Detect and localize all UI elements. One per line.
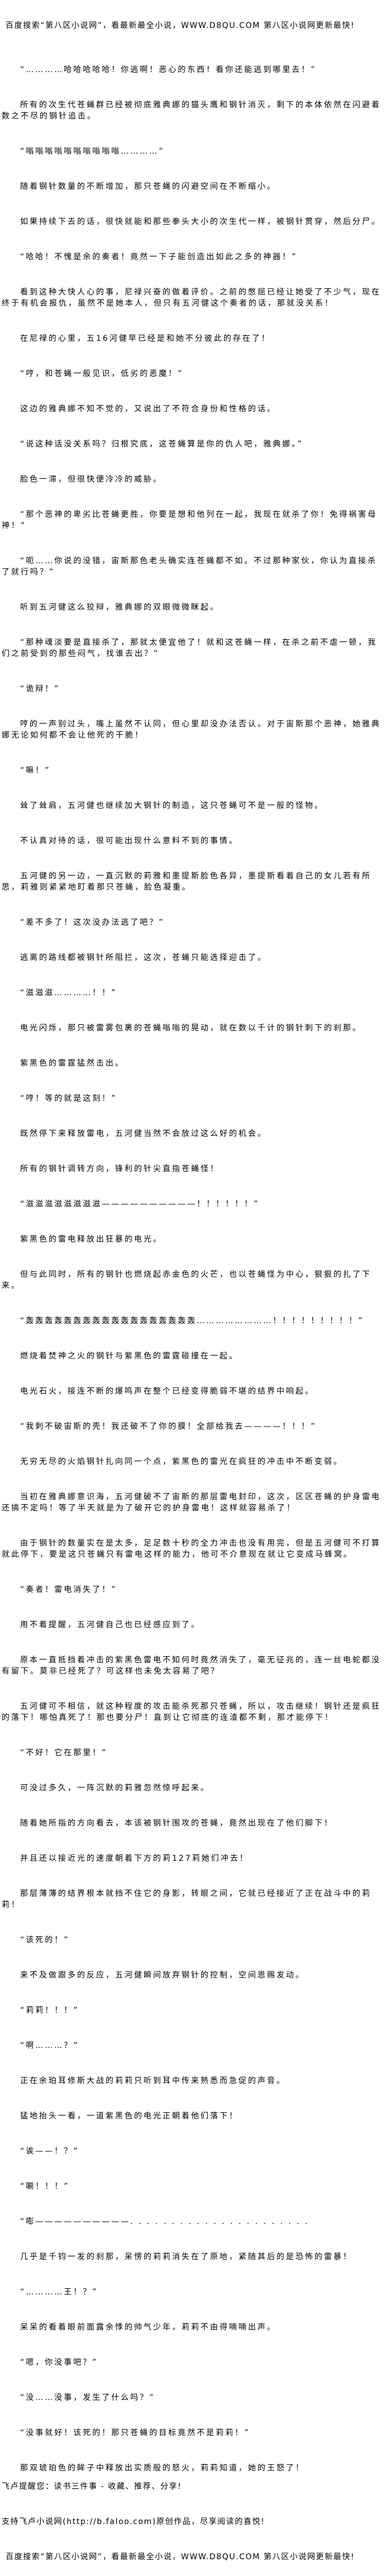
paragraph: 用不着提醒，五河健自己也已经感应到了。: [20, 1620, 201, 1629]
paragraph: 几乎是千钧一发的刹那，呆愣的莉莉消失在了原地，紧随其后的是恐怖的雷暴！: [20, 2252, 352, 2261]
chapter-content: “…………哈哈哈哈哈！你逃啊！恶心的东西！看你还能逃到哪里去！” 所有的次生代苍蝇…: [2, 64, 384, 2498]
paragraph: “诶——！？”: [20, 2147, 79, 2156]
paragraph: “轰轰轰轰轰轰轰轰轰轰轰轰轰轰轰轰轰轰……………………！！！！！！！！！”: [20, 1316, 364, 1325]
paragraph: “那个恶神的卑劣比苍蝇更胜，你要是想和他列在一起，我现在就杀了你！免得祸害母神！…: [2, 510, 378, 530]
paragraph: 五河健的另一边，一直沉默的莉雅和墨提斯脸色各异，墨提斯看着自己的女儿若有所思，莉…: [2, 872, 371, 892]
paragraph: 燃烧着焚神之火的钢针与紫黑色的雷霆碰撞在一起。: [20, 1352, 239, 1361]
paragraph: “该死的！”: [20, 1936, 70, 1945]
paragraph: 由于钢针的数量实在是太多，足足数十秒的全力冲击也没有用完，但是五河健可不打算就此…: [2, 1539, 381, 1559]
paragraph: “莉莉！！！”: [20, 2006, 79, 2015]
paragraph: “不好！它在那里！”: [20, 1748, 108, 1757]
paragraph: 所有的次生代苍蝇群已经被彻底雅典娜的猫头鹰和钢针消灭，剩下的本体依然在闪避着数之…: [2, 101, 381, 121]
paragraph: “没……没事，发生了什么吗？”: [20, 2393, 155, 2402]
paragraph: “诡辩！”: [20, 685, 60, 693]
paragraph: 那层薄薄的结界根本就挡不住它的身影，转眼之间，它就已经接近了正在战斗中的莉莉！: [2, 1889, 371, 1909]
paragraph: 猛地抬头一看，一道紫黑色的电光正朝着他们落下！: [20, 2112, 239, 2121]
paragraph: 在尼禄的心里，五16河健早已经是和她不分彼此的存在了！: [20, 334, 271, 343]
paragraph: “没事就好！该死的！那只苍蝇的目标竟然不是莉莉！”: [20, 2428, 250, 2437]
paragraph: “那种魂淡要是直接杀了，那就太便宜他了！就和这苍蝇一样，在杀之前不虐一顿，我们之…: [2, 638, 378, 658]
paragraph: 那双琥珀色的眸子中释放出实质般的怒火，莉莉知道，她的王怒了！: [20, 2464, 305, 2473]
paragraph: 随着钢针数量的不断增加，那只苍蝇的闪避空间在不断缩小。: [20, 182, 276, 191]
paragraph: “嗯，你没事吧？”: [20, 2358, 98, 2367]
paragraph: 但与此同时，所有的钢针也燃烧起赤金色的火芒，也以苍蝇怪为中心，狠狠的扎了下来。: [2, 1270, 371, 1290]
paragraph: “滋滋滋滋滋滋滋滋——————————！！！！！！”: [20, 1200, 260, 1209]
paragraph: “…………王！？”: [20, 2288, 98, 2297]
paragraph: 这边的雅典娜不知不觉的，又说出了不符合身份和性格的话。: [20, 405, 276, 414]
paragraph: 紫黑色的雷霆猛然击出。: [20, 1059, 125, 1068]
paragraph: 耸了耸肩，五河健也继续加大钢针的制造，这只苍蝇可不是一般的怪物。: [20, 801, 324, 810]
paragraph: 原本一直抵挡着冲击的紫黑色雷电不知何时竟然消失了，毫无征兆的，连一丝电蛇都没有留…: [2, 1656, 381, 1676]
paragraph: “嗡嗡嗡嗡嗡嗡嗡嗡嗡嗡…………”: [20, 147, 165, 156]
paragraph: “滋滋滋…………！！”: [20, 988, 117, 997]
footer-support-note: 支持飞卢小说网(http://b.faloo.com)原创作品，尽享阅读的喜悦!: [2, 2517, 265, 2526]
paragraph: 电光石火，接连不断的爆鸣声在整个已经变得脆弱不堪的结界中响起。: [20, 1387, 314, 1396]
paragraph: 如果持续下去的话，很快就能和那些拳头大小的次生代一样，被钢针贯穿，然后分尸。: [20, 217, 381, 226]
paragraph: 当初在雅典娜意识海，五河健破不了宙斯的那层雷电封印，这次，区区苍蝇的护身雷电还搞…: [2, 1493, 381, 1513]
paragraph: “唰！！！”: [20, 2182, 70, 2191]
paragraph: “我刺不破宙斯的壳！我还破不了你的膜！全部给我去————！！！”: [20, 1422, 317, 1431]
footer-reading-tip: 飞卢提醒您：读书三件事 - 收藏、推荐、分享!: [2, 2482, 182, 2491]
paragraph: “哈哈！不愧是余的奏者！竟然一下子能创造出如此之多的神器！”: [20, 253, 298, 262]
paragraph: 不认真对待的话，很可能出现什么意料不到的事情。: [20, 837, 239, 845]
paragraph: 无穷无尽的火焰钢针扎向同一个点，紫黑色的雷光在疯狂的冲击中不断变弱。: [20, 1457, 343, 1466]
paragraph: 哼的一声别过头，嘴上虽然不认同，但心里却没办法否认。对于宙斯那个恶神，她雅典娜无…: [2, 720, 381, 740]
paragraph: 并且还以接近光的速度朝着下方的莉127莉她们冲去！: [20, 1854, 249, 1863]
paragraph: 所有的钢针调转方向，锋利的针尖直指苍蝇怪！: [20, 1165, 220, 1173]
paragraph: “…………哈哈哈哈哈！你逃啊！恶心的东西！看你还能逃到哪里去！”: [20, 65, 317, 74]
paragraph: 逃离的路线都被钢针所阻拦，这次，苍蝇只能选择迎击了。: [20, 953, 267, 962]
paragraph: “嘭——————————. . . . . . . . . . . . . . …: [20, 2217, 309, 2226]
paragraph: “哼，和苍蝇一般见识，低劣的恶魔！”: [20, 369, 184, 378]
paragraph: 看到这种大快人心的事，尼禄兴奋的做着评价。之前的憋屈已经让她受了不少气，现在终于…: [2, 288, 381, 308]
paragraph: 听到五河健这么狡辩，雅典娜的双眼微微眯起。: [20, 603, 220, 612]
paragraph: “啊………？”: [20, 2041, 79, 2050]
paragraph: 随着她所指的方向看去，本该被钢针围攻的苍蝇，竟然出现在了他们脚下！: [20, 1819, 333, 1828]
paragraph: “呃……你说的没错，宙斯那色老头确实连苍蝇都不如。不过那种家伙，你认为直接杀了就…: [2, 557, 378, 577]
paragraph: 脸色一滞，但很快便冷冷的威胁。: [20, 475, 163, 484]
site-banner-top: 百度搜索“第八区小说网”，看最新最全小说，WWW.D8QU.COM 第八区小说网…: [6, 21, 355, 30]
paragraph: 正在余珀耳修斯大战的莉莉只听到耳中传来熟悉而急促的声音。: [20, 2076, 286, 2085]
paragraph: “嘛！”: [20, 766, 51, 775]
paragraph: 紫黑色的雷电释放出狂暴的电光。: [20, 1235, 163, 1244]
paragraph: 电光闪烁，那只被雷雾包裹的苍蝇嗡嗡的晃动，就在数以千计的钢针刺下的刹那。: [20, 1024, 362, 1033]
paragraph: “奏者！雷电消失了！”: [20, 1585, 117, 1594]
paragraph: “差不多了！这次没办法逃了吧？”: [20, 918, 165, 927]
paragraph: 可没过多久，一阵沉默的莉雅忽然惊呼起来。: [20, 1784, 210, 1793]
paragraph: 来不及做跟多的反应，五河健瞬间放弃钢针的控制，空间恩赐发动。: [20, 1971, 305, 1980]
paragraph: 既然停下来释放雷电，五河健当然不会放过这么好的机会。: [20, 1129, 267, 1138]
paragraph: “说这种话没关系吗？归根究底，这苍蝇算是你的仇人吧，雅典娜。”: [20, 440, 303, 449]
paragraph: “哼！等的就是这刻！”: [20, 1094, 117, 1103]
paragraph: 呆呆的看着眼前面露余悸的帅气少年，莉莉不由得喃喃出声。: [20, 2323, 276, 2332]
site-banner-bottom: 百度搜索“第八区小说网”，看最新最全小说，WWW.D8QU.COM 第八区小说网…: [6, 2553, 355, 2561]
paragraph: 五河健可不相信，就这种程度的攻击能杀死那只苍蝇，所以，攻击继续！钢针还是疯狂的落…: [2, 1702, 381, 1722]
